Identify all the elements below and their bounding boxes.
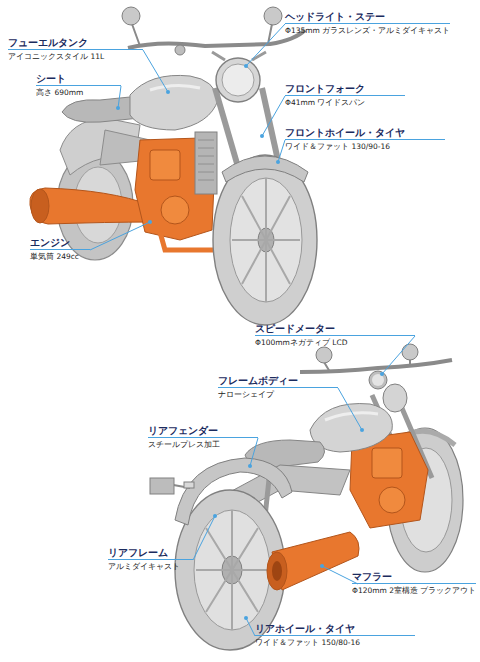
callout: フレームボディーナローシェイプ (218, 374, 338, 400)
part-name: リアホイール・タイヤ (255, 622, 415, 636)
part-spec: アルミダイキャスト (108, 562, 193, 572)
part-spec: スチールプレス加工 (148, 440, 258, 450)
part-name: フロントホイール・タイヤ (285, 126, 445, 140)
part-spec: アイコニックスタイル 11L (8, 52, 143, 62)
callout: エンジン単気筒 249cc (30, 236, 90, 262)
callout: フロントホイール・タイヤワイド＆ファット 130/90-16 (285, 126, 445, 152)
part-name: フレームボディー (218, 374, 338, 388)
part-name: スピードメーター (255, 322, 415, 336)
part-spec: Φ120mm 2室構造 ブラックアウト (352, 586, 476, 596)
callout: リアホイール・タイヤワイド＆ファット 150/80-16 (255, 622, 415, 648)
callout: フューエルタンクアイコニックスタイル 11L (8, 36, 143, 62)
callout: フロントフォーク Φ41mm ワイドスパン (285, 82, 405, 108)
part-name: フューエルタンク (8, 36, 143, 50)
part-name: マフラー (352, 570, 476, 584)
bike-rear-view (150, 344, 463, 650)
leader-lines (90, 24, 415, 636)
part-spec: ワイド＆ファット 130/90-16 (285, 142, 445, 152)
callout: ヘッドライト・ステー Φ135mm ガラスレンズ・アルミダイキャスト (285, 10, 450, 36)
part-name: シート (36, 72, 121, 86)
part-spec: ワイド＆ファット 150/80-16 (255, 638, 415, 648)
callout: リアフレームアルミダイキャスト (108, 546, 193, 572)
part-spec: ナローシェイプ (218, 390, 338, 400)
part-name: リアフェンダー (148, 424, 258, 438)
part-spec: 単気筒 249cc (30, 252, 90, 262)
part-name: リアフレーム (108, 546, 193, 560)
part-spec: Φ100mmネガティブ LCD (255, 338, 415, 348)
callout: スピードメーター Φ100mmネガティブ LCD (255, 322, 415, 348)
part-name: ヘッドライト・ステー (285, 10, 450, 24)
part-spec: 高さ 690mm (36, 88, 121, 98)
part-spec: Φ41mm ワイドスパン (285, 98, 405, 108)
part-spec: Φ135mm ガラスレンズ・アルミダイキャスト (285, 26, 450, 36)
callout: リアフェンダースチールプレス加工 (148, 424, 258, 450)
part-name: エンジン (30, 236, 90, 250)
callout: シート高さ 690mm (36, 72, 121, 98)
callout: マフラー Φ120mm 2室構造 ブラックアウト (352, 570, 476, 596)
part-name: フロントフォーク (285, 82, 405, 96)
